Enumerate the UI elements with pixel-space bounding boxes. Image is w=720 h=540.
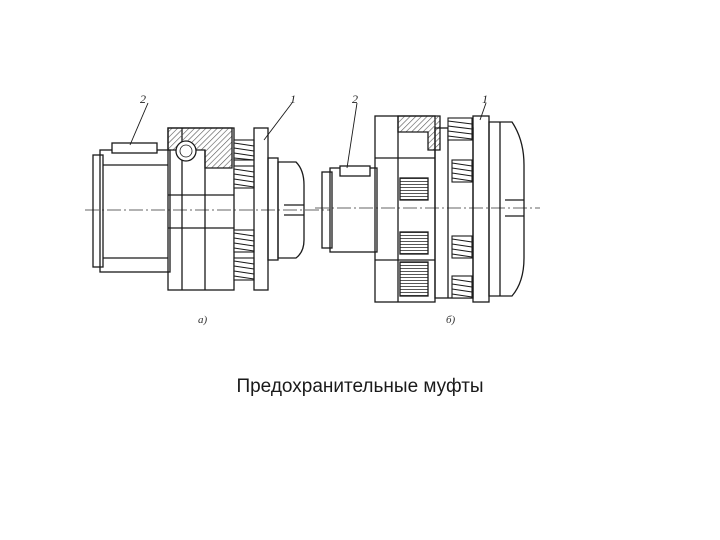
coupling-a-drawing [85,127,330,291]
sublabel-a: а) [198,314,208,326]
part-label-1-a: 1 [290,92,296,106]
sublabel-b: б) [446,314,456,326]
part-label-1-b: 1 [482,92,488,106]
coupling-b-labels: 2 1 б) [346,92,488,326]
figure-caption: Предохранительные муфты [236,376,484,397]
coupling-a-labels: 2 1 а) [129,92,296,326]
part-label-2-b: 2 [352,92,358,106]
part-label-2-a: 2 [140,92,146,106]
coupling-b-drawing [315,115,540,303]
